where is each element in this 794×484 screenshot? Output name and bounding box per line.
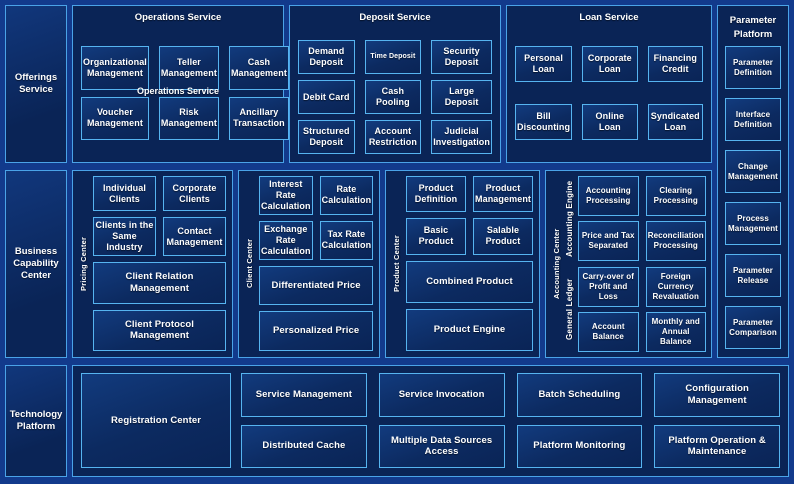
panel-loan-service: Loan Service Personal Loan Corporate Loa…	[506, 5, 712, 163]
tile-security-deposit[interactable]: Security Deposit	[431, 40, 492, 74]
rail-technology-platform-label: Technology Platform	[9, 409, 63, 432]
tile-platform-monitoring[interactable]: Platform Monitoring	[516, 424, 643, 468]
tile-exchange-rate-calculation[interactable]: Exchange Rate Calculation	[259, 220, 313, 260]
tile-price-and-tax-separated[interactable]: Price and Tax Separated	[578, 221, 639, 261]
tile-interface-definition[interactable]: Interface Definition	[725, 98, 781, 141]
tile-tax-rate-calculation[interactable]: Tax Rate Calculation	[319, 220, 374, 260]
tile-large-deposit[interactable]: Large Deposit	[431, 80, 492, 114]
vertical-label-accounting-center: Accounting Center	[552, 228, 561, 300]
rail-business-capability-center-label: Business Capability Center	[13, 246, 59, 281]
tile-risk-management[interactable]: Risk Management	[158, 96, 219, 140]
tile-corporate-loan[interactable]: Corporate Loan	[582, 46, 638, 82]
panel-client-center: Client Center Interest Rate Calculation …	[238, 170, 380, 358]
rail-offerings-service[interactable]: Offerings Service	[5, 5, 67, 163]
deposit-service-tile-grid: Demand Deposit Time Deposit Security Dep…	[298, 40, 492, 154]
tile-platform-operation-maintenance[interactable]: Platform Operation & Maintenance	[654, 424, 780, 468]
tile-account-balance[interactable]: Account Balance	[578, 312, 639, 352]
tile-structured-deposit[interactable]: Structured Deposit	[298, 120, 355, 154]
rail-offerings-service-label: Offerings Service	[14, 72, 58, 95]
tile-carry-over-of-profit-and-loss[interactable]: Carry-over of Profit and Loss	[578, 267, 639, 307]
tile-product-definition[interactable]: Product Definition	[406, 176, 466, 213]
tile-multiple-data-sources-access[interactable]: Multiple Data Sources Access	[378, 424, 505, 468]
tile-salable-product[interactable]: Salable Product	[473, 218, 533, 255]
group-general-ledger: General Ledger Carry-over of Profit and …	[564, 267, 706, 352]
tile-client-relation-management[interactable]: Client Relation Management	[93, 262, 226, 304]
tile-demand-deposit[interactable]: Demand Deposit	[298, 40, 355, 74]
tile-client-protocol-management[interactable]: Client Protocol Management	[93, 309, 226, 351]
tile-clients-in-the-same-industry[interactable]: Clients in the Same Industry	[93, 217, 156, 257]
tile-bill-discounting[interactable]: Bill Discounting	[515, 104, 573, 140]
tile-process-management[interactable]: Process Management	[725, 202, 781, 245]
tile-distributed-cache[interactable]: Distributed Cache	[241, 424, 367, 468]
tile-basic-product[interactable]: Basic Product	[406, 218, 466, 255]
vertical-label-client-center: Client Center	[245, 238, 254, 289]
panel-operations-service-title: Operations Service	[134, 12, 222, 23]
tile-syndicated-loan[interactable]: Syndicated Loan	[647, 104, 703, 140]
tile-registration-center[interactable]: Registration Center	[81, 373, 231, 468]
tile-change-management[interactable]: Change Management	[725, 150, 781, 193]
tile-configuration-management[interactable]: Configuration Management	[654, 373, 780, 417]
vertical-label-product-center: Product Center	[392, 235, 401, 292]
tile-parameter-comparison[interactable]: Parameter Comparison	[725, 306, 781, 349]
tile-batch-scheduling[interactable]: Batch Scheduling	[516, 373, 643, 417]
tile-combined-product[interactable]: Combined Product	[406, 260, 533, 303]
tile-contact-management[interactable]: Contact Management	[163, 217, 226, 257]
loan-service-tile-grid: Personal Loan Corporate Loan Financing C…	[515, 46, 703, 140]
tile-foreign-currency-revaluation[interactable]: Foreign Currency Revaluation	[645, 267, 706, 307]
group-accounting-engine: Accounting Engine Accounting Processing …	[564, 176, 706, 261]
tile-ancillary-transaction[interactable]: Ancillary Transaction	[228, 96, 289, 140]
tile-reconciliation-processing[interactable]: Reconciliation Processing	[645, 221, 706, 261]
rail-business-capability-center[interactable]: Business Capability Center	[5, 170, 67, 358]
tile-time-deposit[interactable]: Time Deposit	[364, 40, 422, 74]
tile-cash-pooling[interactable]: Cash Pooling	[364, 80, 422, 114]
rail-technology-platform[interactable]: Technology Platform	[5, 365, 67, 477]
tile-organizational-management[interactable]: Organizational Management	[81, 46, 149, 90]
tile-clearing-processing[interactable]: Clearing Processing	[645, 176, 706, 216]
vertical-label-accounting-engine: Accounting Engine	[565, 180, 574, 257]
panel-accounting-center: Accounting Center Accounting Engine Acco…	[545, 170, 712, 358]
tile-cash-management[interactable]: Cash Management	[228, 46, 289, 90]
tile-online-loan[interactable]: Online Loan	[582, 104, 638, 140]
tile-account-restriction[interactable]: Account Restriction	[364, 120, 422, 154]
tile-debit-card[interactable]: Debit Card	[298, 80, 355, 114]
vertical-label-general-ledger: General Ledger	[565, 278, 574, 341]
tile-service-management[interactable]: Service Management	[241, 373, 367, 417]
panel-loan-service-title: Loan Service	[579, 12, 639, 23]
tile-parameter-definition[interactable]: Parameter Definition	[725, 46, 781, 89]
vertical-label-pricing-center: Pricing Center	[79, 236, 88, 291]
tile-financing-credit[interactable]: Financing Credit	[647, 46, 703, 82]
panel-pricing-center: Pricing Center Individual Clients Corpor…	[72, 170, 233, 358]
tile-service-invocation[interactable]: Service Invocation	[378, 373, 505, 417]
tile-monthly-and-annual-balance[interactable]: Monthly and Annual Balance	[645, 312, 706, 352]
panel-deposit-service-title: Deposit Service	[359, 12, 431, 23]
tile-product-engine[interactable]: Product Engine	[406, 308, 533, 351]
panel-parameter-platform: Parameter Platform Parameter Definition …	[717, 5, 789, 358]
tile-product-management[interactable]: Product Management	[473, 176, 533, 213]
tile-voucher-management[interactable]: Voucher Management	[81, 96, 149, 140]
panel-product-center: Product Center Product Definition Produc…	[385, 170, 540, 358]
panel-deposit-service: Deposit Service Demand Deposit Time Depo…	[289, 5, 501, 163]
tile-personalized-price[interactable]: Personalized Price	[259, 311, 374, 351]
panel-operations-service: Operations Service Organizational Manage…	[72, 5, 289, 163]
tile-teller-management[interactable]: Teller Management	[158, 46, 219, 90]
operations-service-tile-grid: Organizational Management Teller Managem…	[81, 46, 289, 140]
tile-judicial-investigation[interactable]: Judicial Investigation	[431, 120, 492, 154]
tile-interest-rate-calculation[interactable]: Interest Rate Calculation	[259, 176, 313, 215]
tile-individual-clients[interactable]: Individual Clients	[93, 176, 156, 212]
tile-accounting-processing[interactable]: Accounting Processing	[578, 176, 639, 216]
tile-corporate-clients[interactable]: Corporate Clients	[163, 176, 226, 212]
tile-rate-calculation[interactable]: Rate Calculation	[319, 176, 374, 215]
parameter-platform-item-list: Parameter Definition Interface Definitio…	[725, 46, 781, 349]
tile-parameter-release[interactable]: Parameter Release	[725, 254, 781, 297]
tile-personal-loan[interactable]: Personal Loan	[515, 46, 573, 82]
tile-differentiated-price[interactable]: Differentiated Price	[259, 265, 374, 306]
panel-parameter-platform-title: Parameter Platform	[729, 15, 777, 41]
